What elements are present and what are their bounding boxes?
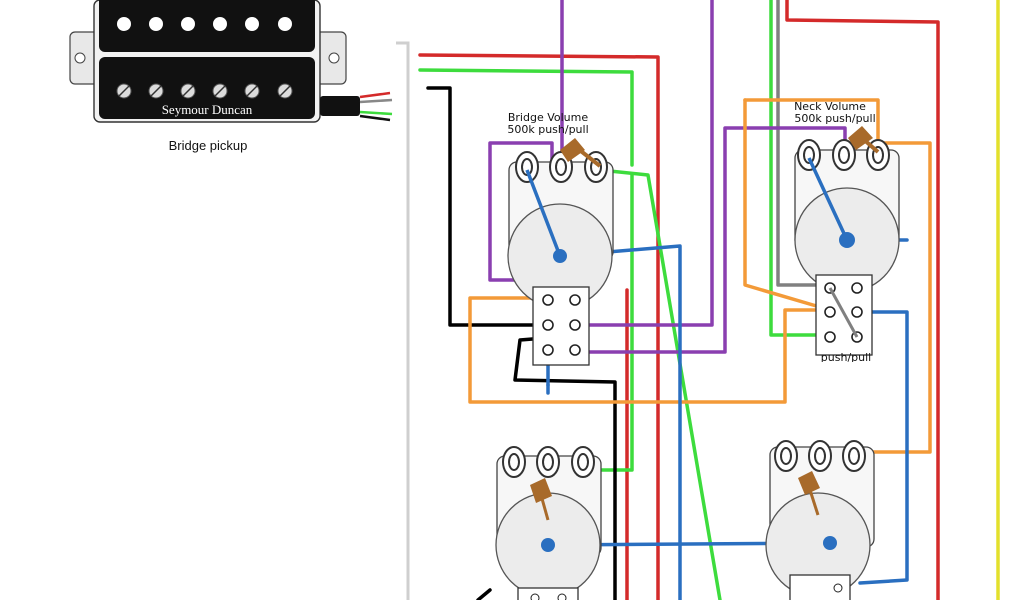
wire-blue-neck-switch bbox=[853, 310, 909, 585]
pickup-coil-bottom bbox=[99, 57, 315, 119]
neck-tone-pot bbox=[765, 440, 875, 600]
cavity-edge bbox=[396, 41, 410, 600]
wire-black-bridge bbox=[426, 86, 547, 327]
bridge-volume-subtitle: 500k push/pull bbox=[507, 123, 588, 136]
wire-black-ground bbox=[513, 336, 617, 600]
wire-green-bridge bbox=[418, 68, 634, 167]
pole-screws-bottom bbox=[116, 83, 293, 99]
pickup-caption: Bridge pickup bbox=[169, 138, 248, 153]
wire-orange-bridge bbox=[468, 296, 832, 404]
bridge-tone-pot bbox=[495, 446, 602, 600]
mount-screw-icon bbox=[328, 52, 340, 64]
wire-grey-neck bbox=[776, 0, 832, 287]
bridge-volume-title: Bridge Volume bbox=[508, 111, 588, 124]
pickup-lead-cable bbox=[320, 96, 360, 116]
pot-lugs bbox=[797, 139, 890, 171]
wire-green-diag bbox=[598, 168, 722, 600]
caption-crop-mask bbox=[790, 362, 900, 372]
pickup-brand-label: Seymour Duncan bbox=[162, 102, 253, 117]
wire-red-bridge bbox=[418, 53, 660, 600]
bridge-pickup: Seymour Duncan Bridge pickup bbox=[69, 0, 393, 153]
pole-pieces-top bbox=[117, 17, 292, 31]
wire-orange-tone bbox=[853, 141, 932, 454]
bridge-volume-pot: Bridge Volume 500k push/pull bbox=[507, 111, 614, 366]
bridge-tone-cap-block bbox=[517, 587, 579, 600]
pickup-coil-top bbox=[99, 0, 315, 52]
wire-purple-neck bbox=[573, 126, 847, 354]
wire-purple-bridge bbox=[573, 0, 714, 327]
wire-green-neck bbox=[769, 0, 832, 337]
neck-volume-pot: push/pull Neck Volume 500k push/pull bbox=[790, 100, 900, 372]
wire-green-tone bbox=[590, 173, 634, 472]
pot-lugs bbox=[502, 446, 595, 478]
wire-black-tone bbox=[476, 588, 492, 600]
wire-orange-neck-side bbox=[743, 98, 832, 312]
neck-volume-subtitle: 500k push/pull bbox=[794, 112, 875, 125]
neck-volume-title: Neck Volume bbox=[794, 100, 866, 113]
mount-screw-icon bbox=[74, 52, 86, 64]
neck-switch-caption: push/pull bbox=[821, 351, 871, 364]
wire-orange-neck-top bbox=[743, 98, 880, 152]
pot-lugs bbox=[774, 440, 866, 472]
wire-red-neck bbox=[785, 0, 940, 600]
